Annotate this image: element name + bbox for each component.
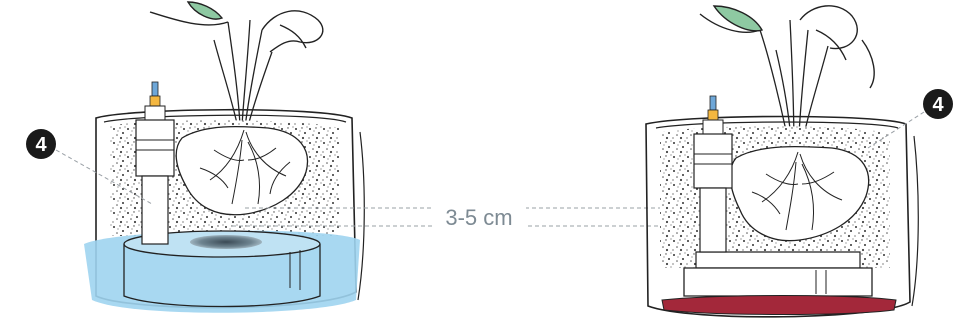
right-reservoir-base-red [662,296,896,315]
left-water-level-sensor [136,82,174,244]
left-plant-stems [214,20,272,130]
left-marker-label: 4 [35,134,47,156]
right-marker-leader [868,112,924,148]
right-marker-label: 4 [932,94,944,116]
right-water-level-sensor [694,96,732,252]
left-marker: 4 [26,129,56,159]
left-plant-leaves [150,2,323,52]
left-reservoir-opening [190,235,262,249]
measurement-label: 3-5 cm [445,205,512,230]
right-pot: 4 [646,6,953,317]
right-marker: 4 [923,89,953,119]
left-pot: 4 [26,2,364,313]
right-plant-leaves [700,6,874,88]
